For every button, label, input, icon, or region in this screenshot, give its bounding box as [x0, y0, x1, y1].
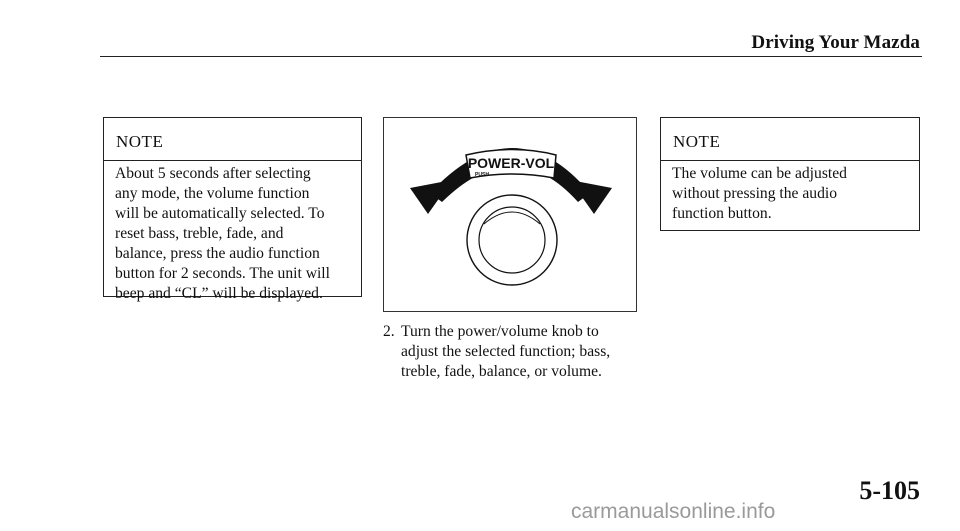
note-line: will be automatically selected. To — [115, 205, 325, 222]
knob-bevel — [483, 211, 541, 225]
note-line: reset bass, treble, fade, and — [115, 225, 284, 242]
step-line: Turn the power/volume knob to — [401, 323, 599, 340]
note-body: About 5 seconds after selecting any mode… — [104, 161, 361, 304]
step-number: 2. — [383, 323, 395, 340]
right-arrowhead — [570, 180, 612, 214]
note-line: function button. — [672, 205, 772, 222]
knob-face — [478, 206, 546, 274]
label-plate — [465, 148, 557, 179]
knob-label: POWER-VOL — [468, 155, 555, 171]
knob-diagram: POWER-VOL PUSH — [410, 148, 612, 286]
step-line: adjust the selected function; bass, — [401, 343, 611, 360]
step-line: treble, fade, balance, or volume. — [401, 363, 602, 380]
note-heading: NOTE — [104, 118, 361, 161]
knob-sublabel: PUSH — [475, 172, 489, 178]
note-line: beep and “CL” will be displayed. — [115, 285, 323, 302]
note-line: The volume can be adjusted — [672, 165, 847, 182]
left-arrowhead — [410, 180, 452, 214]
note-body: The volume can be adjusted without press… — [661, 161, 919, 224]
note-box-right: NOTE The volume can be adjusted without … — [660, 117, 920, 231]
note-line: without pressing the audio — [672, 185, 838, 202]
note-line: About 5 seconds after selecting — [115, 165, 311, 182]
knob-illustration: POWER-VOL PUSH — [383, 117, 637, 312]
knob-outer-ring — [466, 194, 558, 286]
page-number: 5-105 — [859, 476, 920, 505]
watermark: carmanualsonline.info — [571, 500, 776, 523]
section-title: Driving Your Mazda — [751, 32, 920, 53]
note-line: button for 2 seconds. The unit will — [115, 265, 330, 282]
note-line: any mode, the volume function — [115, 185, 310, 202]
step-text: Turn the power/volume knob to adjust the… — [401, 322, 663, 382]
header-rule — [100, 56, 922, 57]
note-box-left: NOTE About 5 seconds after selecting any… — [103, 117, 362, 302]
note-line: balance, press the audio function — [115, 245, 320, 262]
note-heading: NOTE — [661, 118, 919, 161]
